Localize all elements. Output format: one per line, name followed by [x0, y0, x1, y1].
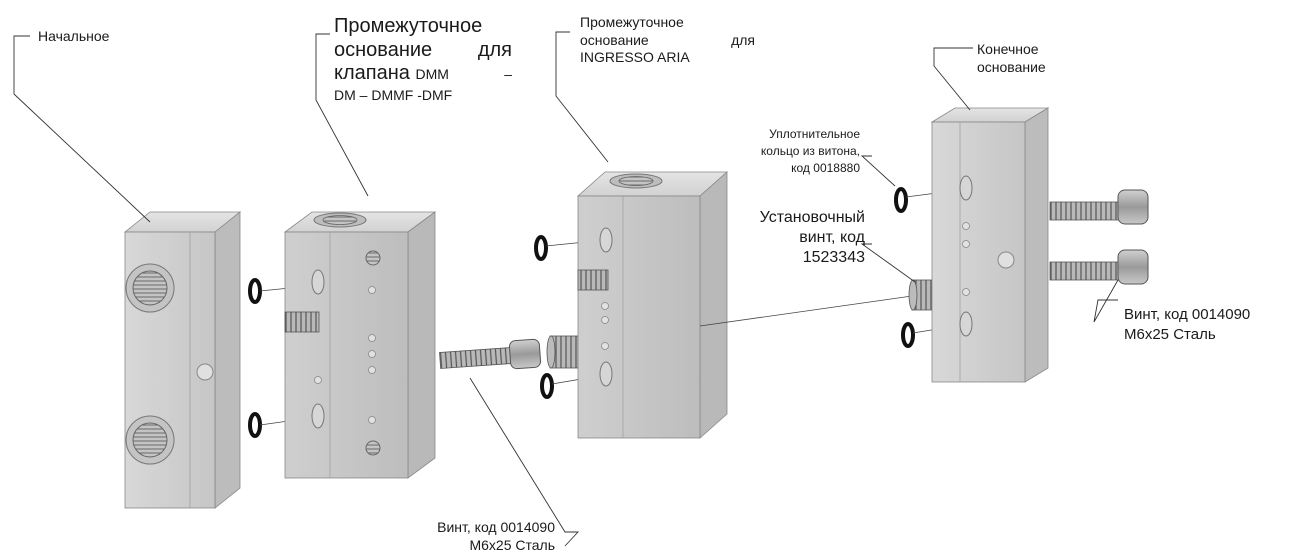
label-screw-bottom: Винт, код 0014090 M6x25 Сталь	[400, 518, 555, 554]
label-end-base: Конечное основание	[977, 40, 1046, 76]
label-screw-right-line1: Винт, код 0014090	[1124, 306, 1251, 323]
label-screw-bottom-line2: M6x25 Сталь	[469, 537, 555, 554]
label-oring-line3: код 0018880	[791, 160, 860, 175]
intermediate-valve-base-block	[283, 211, 437, 479]
leader-oring	[860, 155, 896, 187]
label-oring: Уплотнительное кольцо из витона, код 001…	[730, 126, 860, 176]
label-screw-right: Винт, код 0014090 M6x25 Сталь	[1124, 305, 1250, 344]
label-start-base: Начальное	[38, 28, 110, 44]
leader-start-base	[13, 35, 151, 223]
o-ring-middle-upper	[534, 235, 548, 261]
label-intermediate-air-line1: Промежуточное	[580, 14, 684, 30]
label-intermediate-valve-line1: Промежуточное	[334, 15, 483, 37]
label-intermediate-valve-line3a: клапана	[334, 62, 410, 85]
intermediate-air-base-block	[576, 171, 729, 439]
label-intermediate-valve-line2b: для	[477, 38, 512, 61]
leader-set-screw	[860, 243, 916, 283]
leader-intermediate-valve	[315, 33, 369, 197]
label-oring-line2: кольцо из витона,	[760, 143, 860, 158]
label-end-base-line1: Конечное	[977, 41, 1039, 57]
o-ring-right-upper	[894, 187, 908, 213]
label-intermediate-air-line2a: основание	[580, 31, 649, 48]
label-set-screw-line3: 1523343	[802, 249, 865, 266]
screw-m6x25-bottom	[439, 338, 542, 370]
leader-end-base	[933, 47, 973, 111]
label-end-base-line2: основание	[977, 59, 1046, 76]
label-intermediate-valve-line3b: DMM	[415, 66, 449, 83]
leader-screw-right	[1093, 279, 1119, 323]
label-intermediate-air-line3: INGRESSO ARIA	[580, 49, 690, 65]
leader-screw-bottom	[469, 377, 580, 547]
threaded-insert	[546, 335, 579, 369]
o-ring-left-upper	[248, 278, 262, 304]
label-intermediate-valve-line4: DM – DMMF -DMF	[334, 86, 453, 103]
label-set-screw-line2: винт, код	[799, 229, 865, 246]
leader-intermediate-air	[555, 31, 609, 163]
label-screw-bottom-line1: Винт, код 0014090	[437, 519, 555, 535]
o-ring-middle-lower	[540, 373, 554, 399]
label-intermediate-valve-line2a: основание	[334, 38, 433, 61]
label-intermediate-air: Промежуточное основание для INGRESSO ARI…	[580, 14, 755, 67]
label-intermediate-air-line2b: для	[731, 31, 755, 48]
screw-m6x25-right-upper	[1049, 189, 1149, 225]
screw-m6x25-right-lower	[1049, 249, 1149, 285]
label-set-screw: Установочный винт, код 1523343	[710, 208, 865, 268]
label-intermediate-valve-line3c: –	[504, 66, 512, 83]
o-ring-left-lower	[248, 412, 262, 438]
label-screw-right-line2: M6x25 Сталь	[1124, 325, 1216, 343]
label-oring-line1: Уплотнительное	[769, 127, 860, 141]
end-base-block	[930, 107, 1050, 383]
start-base-block	[123, 211, 242, 509]
o-ring-right-lower	[901, 322, 915, 348]
label-intermediate-valve: Промежуточное основание для клапана DMM …	[334, 15, 512, 104]
label-set-screw-line1: Установочный	[759, 209, 865, 226]
leader-lines	[13, 31, 1119, 547]
